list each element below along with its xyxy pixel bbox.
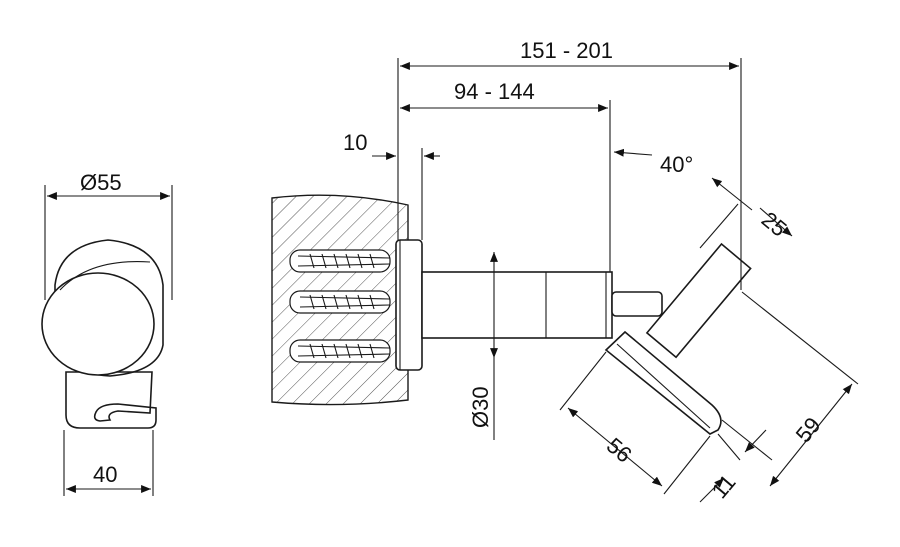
front-disc [41,272,155,376]
joint-pin [611,291,663,317]
side-view: Ø30 151 - 201 94 - 144 10 40° 25 [271,38,859,504]
front-view: Ø55 40 [41,170,173,496]
dim-cradle-thickness: 11 [707,470,741,504]
front-hook [65,371,157,429]
dim-overall-depth: 151 - 201 [520,38,613,63]
main-body [421,271,613,339]
dim-front-diameter: Ø55 [80,170,122,195]
dim-head-width: 25 [757,207,792,242]
dim-head-height: 59 [791,412,826,447]
dim-angle: 40° [660,152,693,177]
dim-cradle-length: 56 [602,433,637,468]
dim-flange-thickness: 10 [343,130,367,155]
holder-head [645,242,752,359]
dim-stem-diameter: Ø30 [468,386,493,428]
wall-anchors [289,249,391,363]
holder-cradle [604,330,722,435]
dim-front-width: 40 [93,462,117,487]
dim-body-depth: 94 - 144 [454,79,535,104]
